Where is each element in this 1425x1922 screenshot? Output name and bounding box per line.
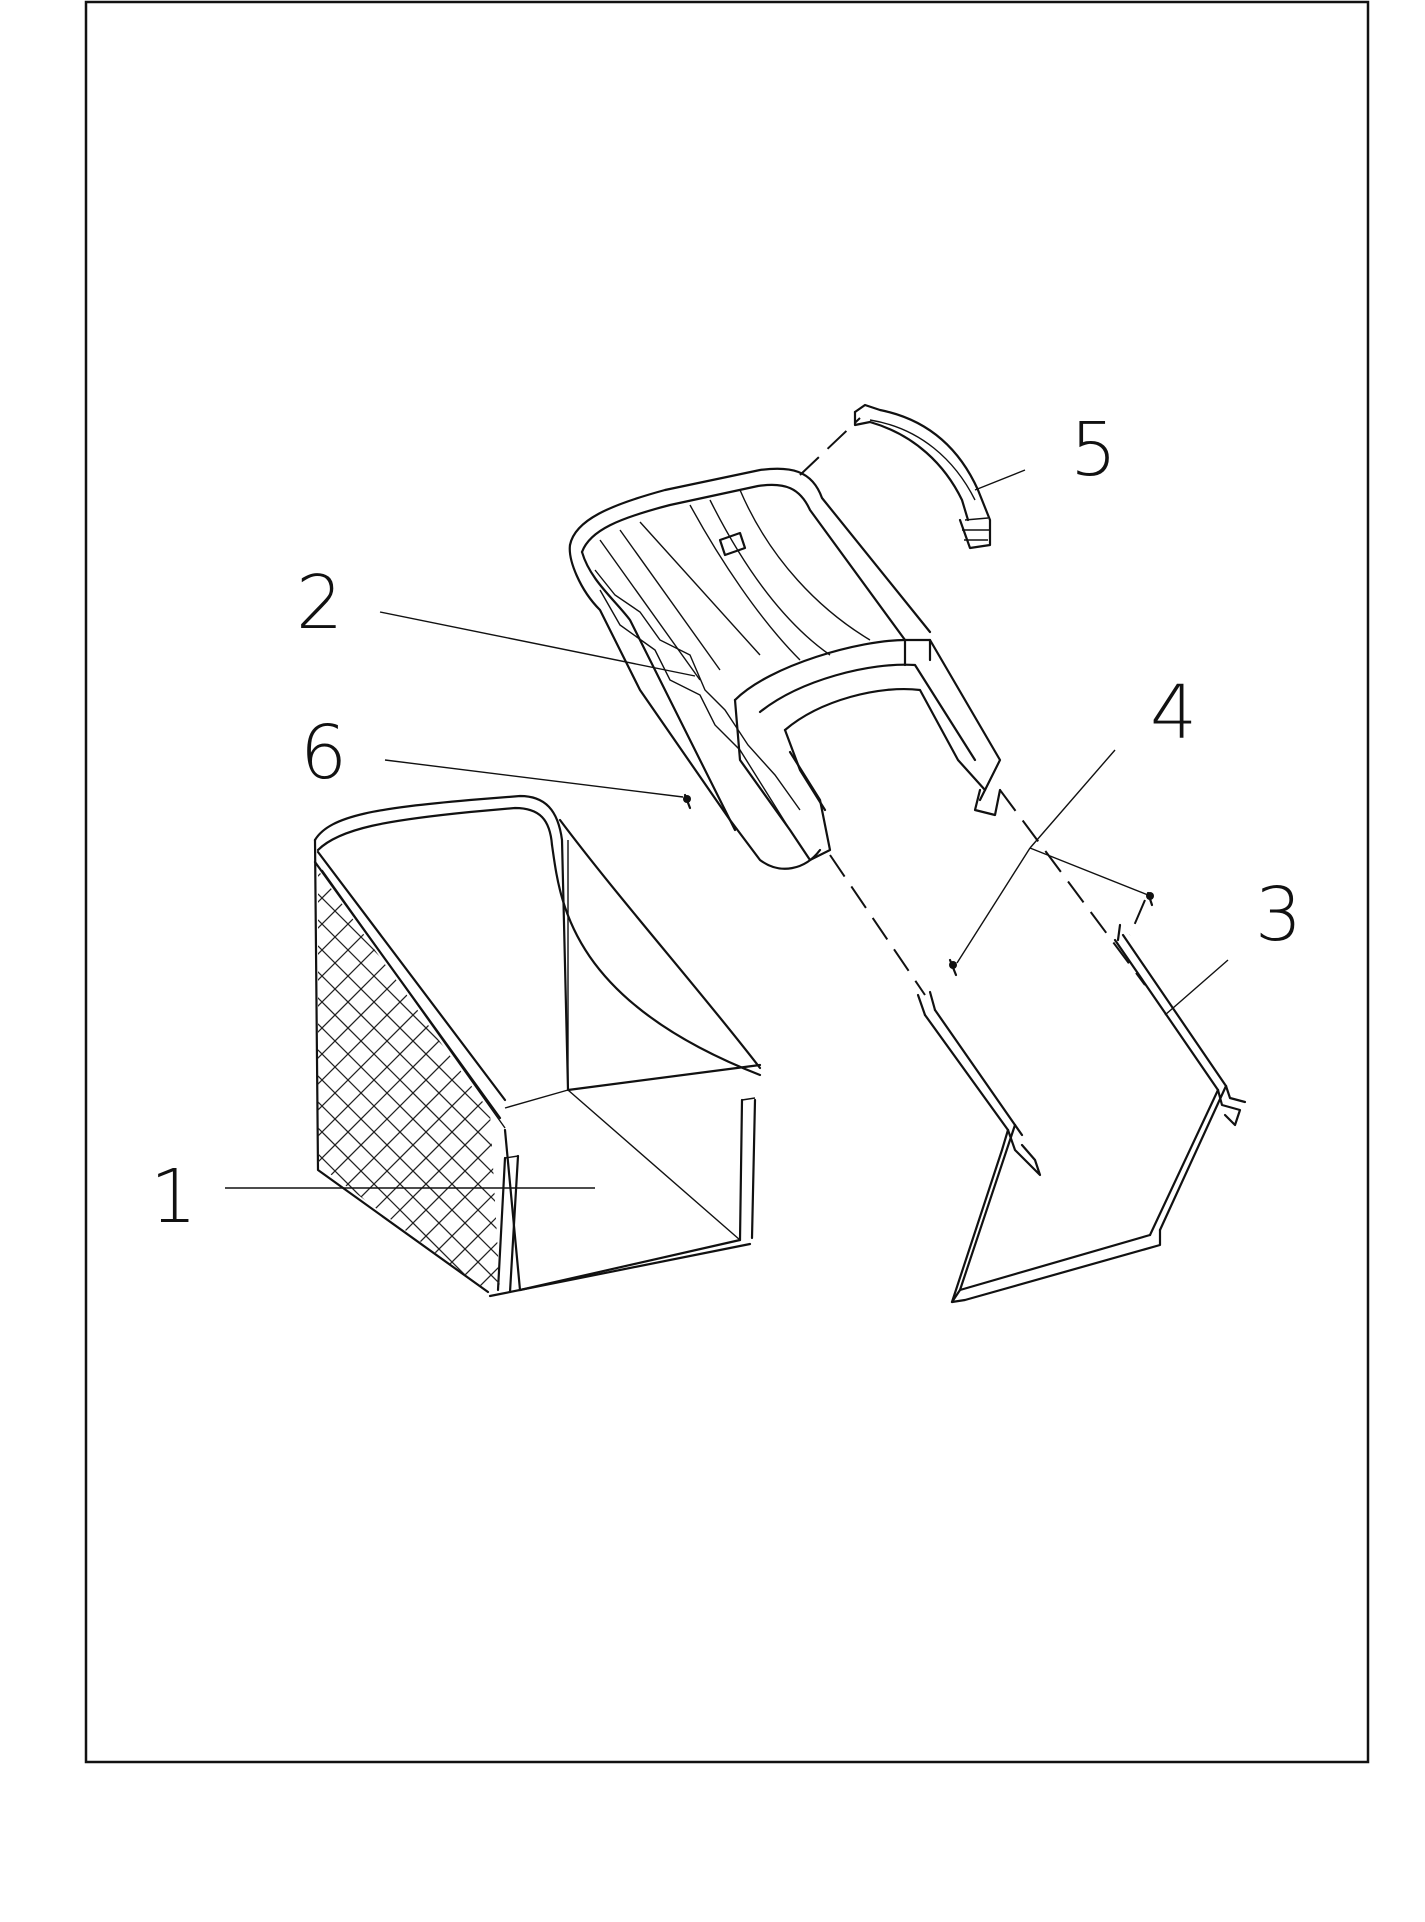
mesh-line (403, 852, 500, 1292)
assembly-lines (799, 417, 1146, 996)
mesh-line (716, 850, 1176, 1310)
mesh-line (318, 852, 449, 1292)
mesh-line (318, 852, 423, 1292)
mesh-line (318, 852, 500, 1292)
mesh-line (429, 852, 500, 1292)
cover-handle-part (853, 403, 992, 550)
mesh-line (318, 852, 500, 1292)
callout-6: 6 (300, 710, 347, 796)
mesh-line (1002, 850, 1425, 1310)
screw-6 (683, 793, 692, 810)
screw-4b (1146, 891, 1154, 907)
mesh-line (560, 850, 1020, 1310)
bag-cover-part (568, 467, 1002, 870)
mesh-line (0, 850, 240, 1310)
mesh-line (638, 850, 1098, 1310)
mesh-line (924, 850, 1384, 1310)
mesh-line (377, 852, 500, 1292)
mesh-line (612, 850, 1072, 1310)
mesh-line (318, 852, 345, 1292)
mesh-line (318, 852, 475, 1292)
mesh-line (1028, 850, 1425, 1310)
mesh-line (0, 850, 240, 1310)
callout-1: 1 (150, 1154, 197, 1240)
screw-4a (948, 958, 958, 977)
mesh-line (318, 852, 500, 1292)
mesh-line (534, 850, 994, 1310)
mesh-line (318, 852, 371, 1292)
mesh-line (318, 852, 500, 1292)
mesh-line (318, 852, 397, 1292)
mesh-line (976, 850, 1425, 1310)
mesh-line (325, 852, 500, 1292)
mesh-line (318, 852, 475, 1292)
callout-4: 4 (1150, 670, 1197, 756)
mesh-line (0, 850, 292, 1310)
mesh-line (455, 852, 500, 1292)
mesh-line (318, 852, 500, 1292)
mesh-line (318, 852, 397, 1292)
mesh-line (846, 850, 1306, 1310)
mesh-line (794, 850, 1254, 1310)
mesh-line (976, 850, 1425, 1310)
mesh-line (924, 850, 1384, 1310)
mesh-line (318, 852, 500, 1292)
mesh-line (318, 852, 371, 1292)
mesh-line (351, 852, 500, 1292)
mesh-line (0, 850, 292, 1310)
mesh-line (846, 850, 1306, 1310)
mesh-line (318, 852, 319, 1292)
mesh-line (690, 850, 1150, 1310)
mesh-line (0, 850, 266, 1310)
mesh-line (638, 850, 1098, 1310)
drawing-frame (84, 0, 1370, 1764)
mesh-line (612, 850, 1072, 1310)
mesh-line (318, 852, 500, 1292)
mesh-line (318, 852, 319, 1292)
mesh-line (318, 852, 449, 1292)
mesh-line (950, 850, 1410, 1310)
mesh-line (325, 852, 500, 1292)
mesh-line (560, 850, 1020, 1310)
grass-bag-part (0, 794, 1425, 1310)
mesh-line (1054, 850, 1425, 1310)
callout-2: 2 (296, 560, 343, 646)
mesh-line (534, 850, 994, 1310)
mesh-line (318, 852, 345, 1292)
leader-lines (225, 469, 1229, 1189)
mesh-line (1028, 850, 1425, 1310)
mesh-line (455, 852, 500, 1292)
mesh-line (1054, 850, 1425, 1310)
mesh-line (716, 850, 1176, 1310)
callout-5: 5 (1070, 407, 1117, 493)
mesh-line (1002, 850, 1425, 1310)
bag-frame-part (916, 923, 1247, 1304)
mesh-line (950, 850, 1410, 1310)
callout-3: 3 (1255, 872, 1302, 958)
mesh-line (318, 852, 423, 1292)
mesh-line (0, 850, 266, 1310)
mesh-line (429, 852, 500, 1292)
mesh-line (318, 852, 500, 1292)
mesh-line (690, 850, 1150, 1310)
mesh-line (794, 850, 1254, 1310)
